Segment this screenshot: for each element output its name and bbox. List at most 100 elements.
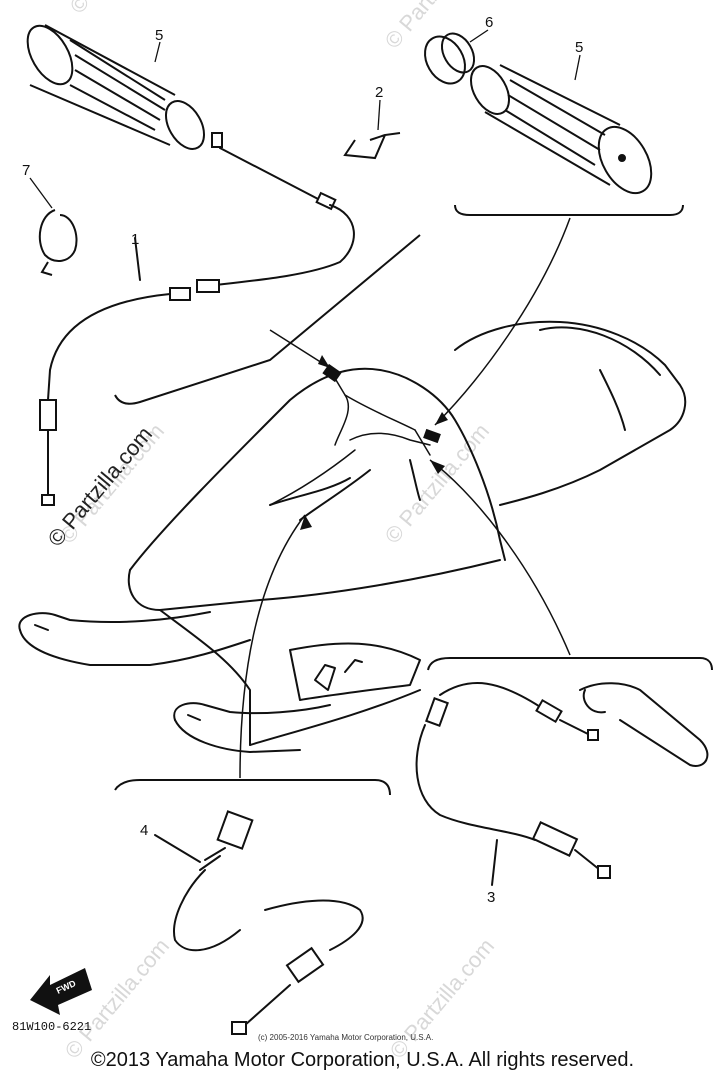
leader-5b <box>574 54 581 81</box>
brake-assembly-illustration <box>415 682 709 886</box>
grip-right-illustration <box>470 64 653 195</box>
leader-4 <box>154 834 201 863</box>
pointer-brake <box>429 459 571 656</box>
callout-4: 4 <box>140 822 148 839</box>
handlebar-cables <box>269 363 441 506</box>
ski-right-tip <box>187 714 201 721</box>
watermark: © Partzilla.com <box>385 934 499 1064</box>
grip-right-top <box>499 64 621 126</box>
watermark-prominent: © Partzilla.com <box>43 422 157 552</box>
callout-2: 2 <box>375 84 383 101</box>
seat-top-line <box>539 326 661 376</box>
grip-right-end <box>597 125 653 195</box>
throttle-cable-wire <box>219 147 321 201</box>
watermark-group: © Partzilla.com © Partzilla.com © Partzi… <box>55 0 499 1063</box>
bracket-grips <box>454 204 684 216</box>
grip-right-ribs <box>504 79 606 166</box>
leader-2 <box>377 99 381 131</box>
callout-5-right: 5 <box>575 39 583 56</box>
leader-6 <box>469 29 489 43</box>
throttle-cable-nut <box>39 399 57 431</box>
chassis-front <box>159 609 251 746</box>
starter-knob <box>216 810 254 850</box>
callout-leaders <box>29 29 581 209</box>
starter-cable-sheath-b <box>264 899 364 951</box>
lead-cable-1 <box>329 369 350 446</box>
brake-cable-spring <box>531 821 579 857</box>
hood-outline <box>129 367 506 571</box>
grip-right-bottom <box>484 111 611 186</box>
clip-illustration <box>343 132 401 160</box>
fwd-arrow-shape <box>30 968 92 1015</box>
callout-5-left: 5 <box>155 27 163 44</box>
grip-left-end <box>26 24 74 86</box>
grip-right-inner <box>470 65 510 115</box>
leader-1 <box>134 237 141 281</box>
throttle-cable-junction <box>196 279 220 293</box>
hood-bottom <box>127 559 501 611</box>
collar-illustration <box>424 32 476 85</box>
snowmobile-illustration <box>18 320 687 753</box>
brake-lever-pivot <box>582 689 606 714</box>
leader-7 <box>29 177 53 209</box>
bracket-starter <box>114 779 391 796</box>
cable-end-marker <box>423 428 441 444</box>
band-illustration <box>38 209 78 276</box>
callout-6: 6 <box>485 14 493 31</box>
ski-left-bottom <box>19 629 251 666</box>
pointer-starter <box>239 514 306 779</box>
starter-cable-illustration <box>154 810 364 1035</box>
seat-fold-line <box>599 369 626 431</box>
brake-cable-ferrule <box>535 698 563 724</box>
lead-cable-5 <box>414 429 431 456</box>
brake-cable-tip <box>597 865 611 879</box>
vent-detail-2 <box>344 659 363 673</box>
chassis-bottom <box>249 689 421 746</box>
throttle-cable-tip <box>41 494 55 506</box>
callout-labels: 5 5 6 2 7 1 3 4 <box>22 14 583 906</box>
callout-1: 1 <box>131 231 139 248</box>
callout-7: 7 <box>22 162 30 179</box>
brake-cable-adjuster <box>425 697 449 727</box>
brake-cable-end <box>587 729 599 741</box>
collar-inner <box>440 32 476 74</box>
pointer-arrowheads <box>300 355 448 530</box>
watermark: © Partzilla.com <box>65 0 179 18</box>
throttle-cable-sheath <box>214 204 355 286</box>
windshield-edge <box>409 459 421 501</box>
brake-cable-upper <box>439 682 546 711</box>
grip-left-inner <box>165 100 205 150</box>
brake-cable-sheath <box>415 724 536 841</box>
ski-right <box>173 702 331 721</box>
throttle-cable-illustration <box>39 132 355 506</box>
brake-cable-inner <box>559 719 591 736</box>
callout-3: 3 <box>487 889 495 906</box>
group-brackets <box>114 204 713 796</box>
leader-3 <box>491 839 498 886</box>
hood-crease-2 <box>299 469 371 521</box>
watermark: © Partzilla.com <box>380 0 494 53</box>
footer-copyright: ©2013 Yamaha Motor Corporation, U.S.A. A… <box>90 1049 635 1071</box>
arrowhead <box>430 460 445 474</box>
bracket-left <box>114 234 421 405</box>
starter-cable-wire <box>244 984 291 1026</box>
watermark: © Partzilla.com <box>60 934 174 1064</box>
ski-left-tip <box>34 624 49 631</box>
cable-end-marker <box>322 363 342 383</box>
arrowhead <box>435 412 448 425</box>
pointer-lines <box>239 217 571 779</box>
hood-crease <box>269 477 351 506</box>
leader-5a <box>154 41 161 63</box>
brake-lever <box>579 682 709 767</box>
lead-cable-2 <box>344 394 416 431</box>
grip-left-top <box>44 24 176 96</box>
throttle-cable-lower <box>47 293 171 401</box>
belly-pan <box>289 642 421 701</box>
ski-left <box>18 611 211 631</box>
grip-left-bottom <box>29 84 171 146</box>
throttle-cable-adjuster <box>169 287 191 301</box>
fwd-arrow: FWD <box>30 968 92 1015</box>
collar-outer <box>424 35 466 85</box>
grip-left-ribs <box>69 39 166 131</box>
